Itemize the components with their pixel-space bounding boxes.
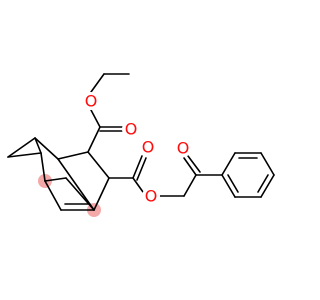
bond-core-8 [44, 180, 62, 211]
atom-o-carbonyl-ethyl: O [122, 120, 140, 139]
bond-core-2 [34, 137, 59, 160]
bond-cket-o-1 [183, 157, 197, 176]
svg-text:O: O [177, 139, 190, 158]
bond-cp-1 [7, 137, 36, 158]
bond-core-6 [87, 151, 110, 179]
bond-cket-o-2 [187, 155, 201, 173]
bond-cp-3 [34, 137, 42, 154]
atom-o-carbonyl-ketone: O [174, 139, 192, 158]
bond-core-3 [57, 158, 95, 211]
atom-o-ether-ester2: O [142, 187, 160, 206]
bond-ph-3 [260, 152, 275, 176]
bond-core-4 [57, 151, 89, 160]
bond-ester2-co-double-1 [132, 155, 143, 179]
atom-o-ether-ethyl: O [82, 92, 100, 111]
bond-core-7 [93, 177, 110, 211]
svg-text:O: O [85, 92, 98, 111]
bond-ph-d3 [227, 174, 239, 193]
bond-core-5 [87, 126, 101, 153]
bond-ph-d2 [257, 174, 269, 193]
bond-ph-4 [260, 174, 275, 198]
bond-ester2-co-double-2 [136, 157, 147, 181]
bond-ester2-c-o [132, 177, 144, 193]
svg-text:O: O [145, 187, 158, 206]
bond-core-10 [44, 177, 67, 182]
svg-text:O: O [142, 138, 155, 157]
bond-ethyl-1 [90, 73, 105, 93]
bond-core-1 [40, 152, 46, 182]
bond-ph-1 [221, 152, 236, 176]
molecule-diagram: O O O O O [7, 73, 275, 217]
bond-ester1-c-o [90, 109, 101, 128]
bond-ph-6 [221, 174, 236, 198]
bond-cp-2 [7, 152, 42, 158]
svg-text:O: O [125, 120, 138, 139]
atom-o-carbonyl-ester2: O [139, 138, 157, 157]
bond-ch2-cket [183, 174, 197, 197]
bond-core-11 [65, 177, 95, 211]
